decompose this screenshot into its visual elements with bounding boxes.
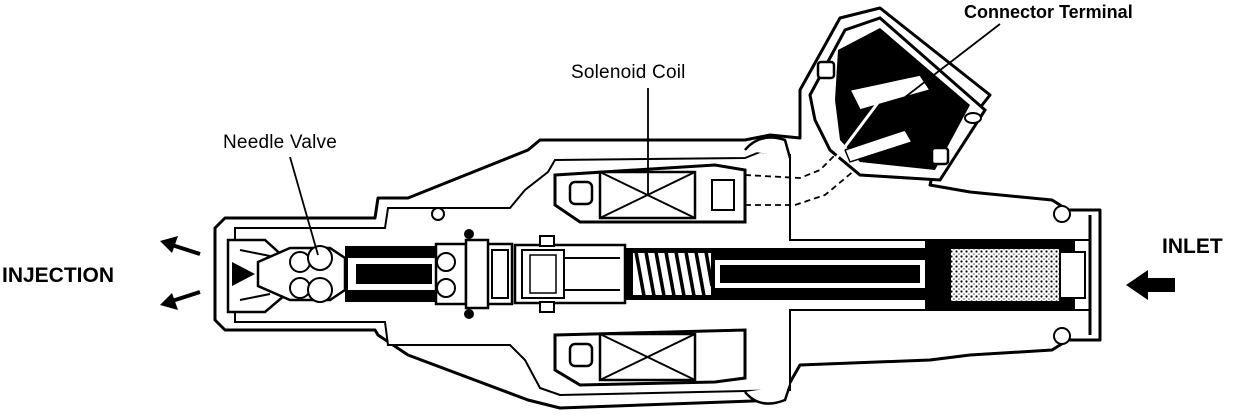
inlet-label: INLET (1162, 235, 1223, 258)
connector-terminal-label: Connector Terminal (964, 2, 1133, 22)
solenoid-coil-label: Solenoid Coil (571, 62, 686, 83)
injection-label: INJECTION (2, 264, 115, 287)
needle-valve-leader (289, 156, 319, 256)
return-spring (631, 251, 714, 297)
solenoid-coil-upper (553, 163, 747, 224)
solenoid-coil-lower (553, 328, 747, 387)
inlet-filter (925, 240, 1086, 310)
needle-valve-label: Needle Valve (223, 132, 338, 153)
connector-terminal-leader (877, 23, 1001, 119)
injection-arrows (160, 236, 201, 310)
inlet-arrow-icon (1126, 270, 1175, 300)
